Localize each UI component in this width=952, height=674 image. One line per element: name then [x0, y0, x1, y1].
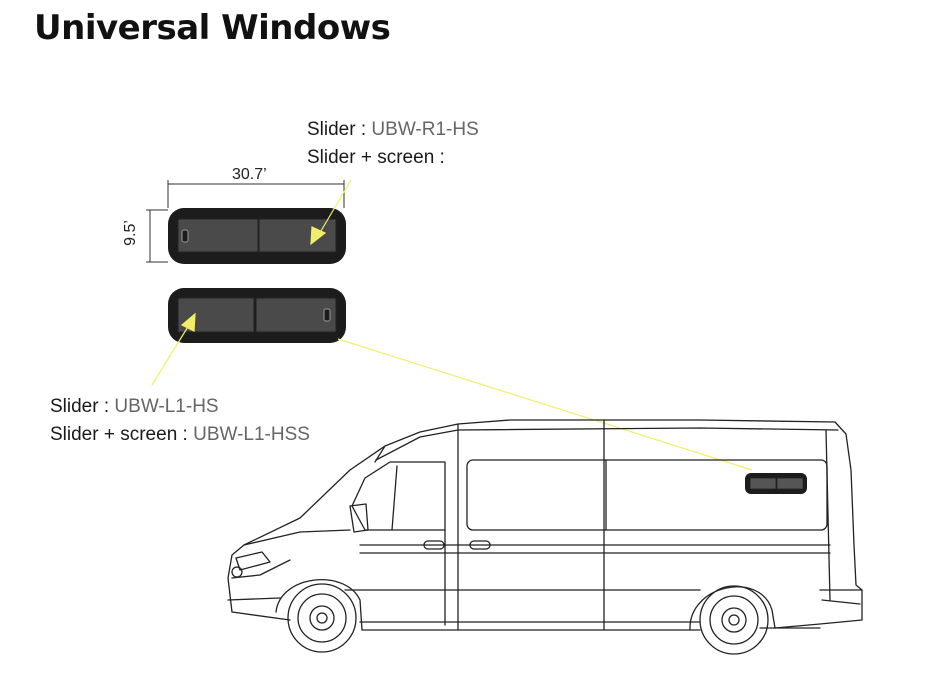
right-window-labels: Slider : UBW-R1-HS Slider + screen :	[307, 116, 479, 172]
left-window-screen-line: Slider + screen : UBW-L1-HSS	[50, 421, 310, 449]
left-slider-code: UBW-L1-HS	[114, 396, 219, 417]
width-dimension-label: 30.7’	[232, 166, 267, 183]
right-slider-prefix: Slider :	[307, 119, 372, 140]
van-window-marker	[745, 473, 807, 494]
right-window-drawing	[168, 208, 346, 264]
left-screen-code: UBW-L1-HSS	[193, 424, 310, 445]
right-slider-code: UBW-R1-HS	[371, 119, 479, 140]
right-window-screen-line: Slider + screen :	[307, 144, 479, 172]
left-window-drawing	[168, 288, 346, 343]
left-window-slider-line: Slider : UBW-L1-HS	[50, 393, 310, 421]
page-title: Universal Windows	[34, 8, 391, 48]
dimension-lines	[146, 180, 345, 263]
left-window-labels: Slider : UBW-L1-HS Slider + screen : UBW…	[50, 393, 310, 449]
van-drawing	[227, 419, 863, 655]
left-screen-prefix: Slider + screen :	[50, 424, 194, 445]
right-screen-prefix: Slider + screen :	[307, 147, 445, 168]
right-window-slider-line: Slider : UBW-R1-HS	[307, 116, 479, 144]
pointer-arrows	[151, 179, 753, 471]
left-slider-prefix: Slider :	[50, 396, 115, 417]
